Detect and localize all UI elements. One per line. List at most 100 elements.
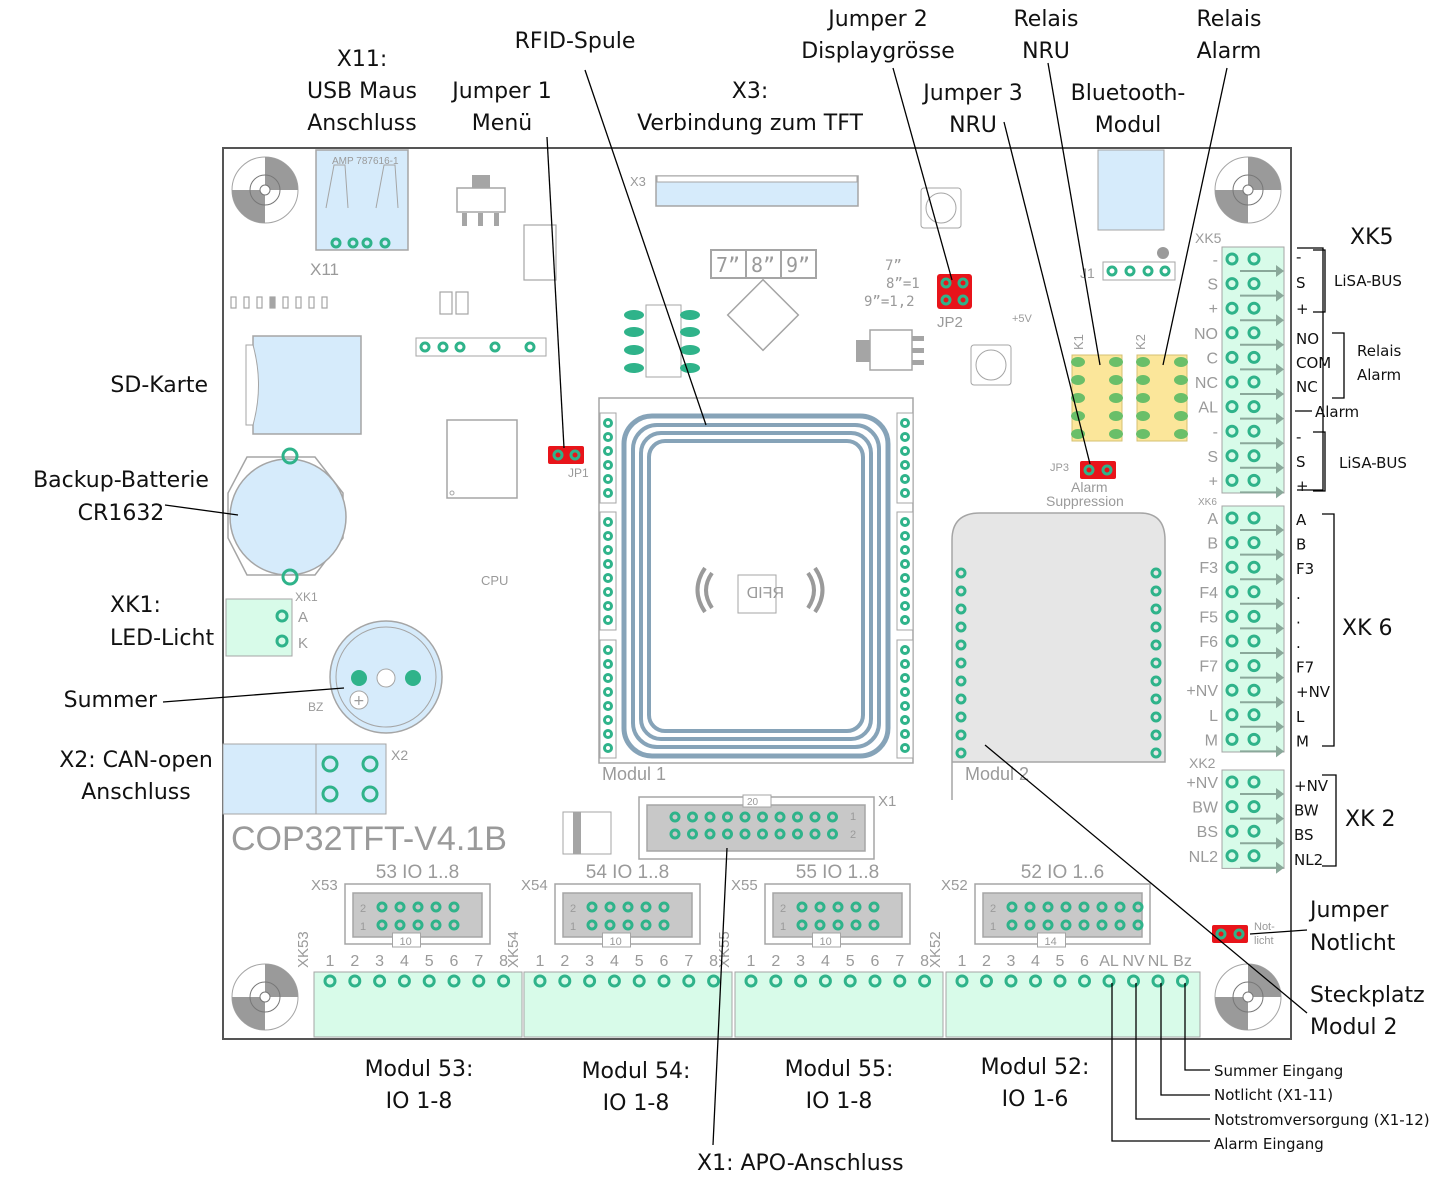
pad: [722, 811, 733, 823]
pad: [687, 811, 698, 823]
callout-lisa-bus-2: LiSA-BUS: [1339, 454, 1407, 472]
jumper-jp2[interactable]: [937, 274, 972, 309]
silk-jp2-legend-7: 7”: [885, 258, 902, 274]
pad: [412, 919, 424, 931]
svg-text:IO 1-6: IO 1-6: [1002, 1087, 1069, 1112]
pad: [1247, 609, 1261, 623]
pad: [1247, 536, 1261, 550]
pad: [1132, 901, 1144, 913]
pad: [1225, 585, 1239, 599]
pad: [900, 615, 910, 625]
xk5-callout-pin: S: [1296, 453, 1306, 471]
leader-lines: [162, 62, 1324, 1146]
xk2-callout-pin: NL2: [1294, 851, 1323, 869]
svg-text:XK1:: XK1:: [110, 593, 161, 618]
pad: [658, 901, 670, 913]
terminal-pin-label: 7: [474, 953, 483, 970]
svg-text:Modul 54:: Modul 54:: [582, 1059, 691, 1084]
pad: [1247, 301, 1261, 315]
silk-xk1: XK1: [295, 590, 318, 604]
pad: [603, 687, 613, 697]
pad: [796, 919, 808, 931]
svg-text:NRU: NRU: [1022, 39, 1070, 64]
pad: [955, 675, 967, 687]
pad: [558, 974, 572, 988]
pad: [472, 974, 486, 988]
terminal-pin-label: NL2: [1189, 849, 1218, 866]
pad: [669, 828, 681, 840]
brackets: [1313, 249, 1345, 867]
pad: [1132, 919, 1144, 931]
callout-xk52-legend: Summer Eingang Notlicht (X1-11) Notstrom…: [1214, 1062, 1430, 1153]
pad: [603, 432, 613, 442]
svg-text:Alarm: Alarm: [1197, 39, 1262, 64]
xk6-callout-pin: F7: [1296, 659, 1314, 677]
callout-alarm-pin: Alarm: [1315, 403, 1359, 421]
terminal-pin-label: F5: [1199, 609, 1218, 626]
pad: [704, 828, 716, 840]
pad: [893, 974, 907, 988]
svg-text:X11:: X11:: [337, 47, 387, 72]
pad: [900, 587, 910, 597]
jumper-jp3[interactable]: [1080, 461, 1116, 479]
voltage-regulator: [456, 175, 506, 226]
silk-k1: K1: [1071, 334, 1086, 350]
pad: [955, 657, 967, 669]
pad: [1225, 849, 1239, 863]
terminal-ref: XK54: [505, 931, 522, 968]
svg-text:IO 1-8: IO 1-8: [806, 1089, 873, 1114]
svg-text:Menü: Menü: [472, 111, 532, 136]
header-row-label: 1: [780, 921, 786, 933]
callout-battery: Backup-Batterie CR1632: [33, 468, 209, 526]
pad: [604, 901, 616, 913]
pad: [603, 545, 613, 555]
terminal-pin-label: 1: [326, 953, 335, 970]
silk-xk6: XK6: [1198, 497, 1217, 508]
xk6-callout-pin: M: [1296, 732, 1309, 750]
pad: [603, 559, 613, 569]
pad: [900, 687, 910, 697]
pad: [1247, 800, 1261, 814]
callout-x2: X2: CAN-open Anschluss: [59, 748, 213, 805]
modul1-rfid: [598, 397, 914, 764]
xk6-callout-pin: B: [1296, 536, 1306, 554]
svg-text:Notlicht (X1-11): Notlicht (X1-11): [1214, 1086, 1333, 1104]
pad: [1247, 400, 1261, 414]
pad: [1150, 639, 1162, 651]
pad: [1225, 683, 1239, 697]
pad: [1247, 326, 1261, 340]
terminal-pin-label: AL: [1198, 400, 1218, 417]
pad: [1042, 901, 1054, 913]
pad: [1247, 732, 1261, 746]
pad: [422, 974, 436, 988]
silk-k2: K2: [1133, 334, 1148, 350]
pad: [739, 811, 751, 823]
pad: [843, 974, 857, 988]
pad: [603, 743, 613, 753]
pad: [348, 974, 362, 988]
header-pin-count: 10: [820, 936, 832, 948]
pad: [814, 901, 826, 913]
header-row-label: 1: [360, 921, 366, 933]
can-connector-x2: [222, 743, 387, 815]
jumper-notlicht[interactable]: [1212, 925, 1248, 943]
pad: [373, 974, 387, 988]
pad: [774, 811, 786, 823]
header-pin-count: 10: [610, 936, 622, 948]
pad: [603, 659, 613, 669]
pad: [1225, 375, 1239, 389]
header-title: 54 IO 1..8: [586, 862, 669, 883]
terminal-pin-label: +NV: [1186, 683, 1218, 700]
terminal-pin-label: B: [1207, 536, 1218, 553]
pad: [850, 901, 862, 913]
mounting-hole-tl: [231, 156, 299, 224]
silk-notlicht-1: Not-: [1254, 921, 1275, 933]
callout-modul55: Modul 55: IO 1-8: [785, 1057, 894, 1114]
pad: [955, 567, 967, 579]
pad: [900, 645, 910, 655]
jumper-jp1[interactable]: [548, 446, 584, 464]
svg-text:Jumper 2: Jumper 2: [826, 7, 927, 32]
terminal-pin-label: F4: [1199, 585, 1218, 602]
